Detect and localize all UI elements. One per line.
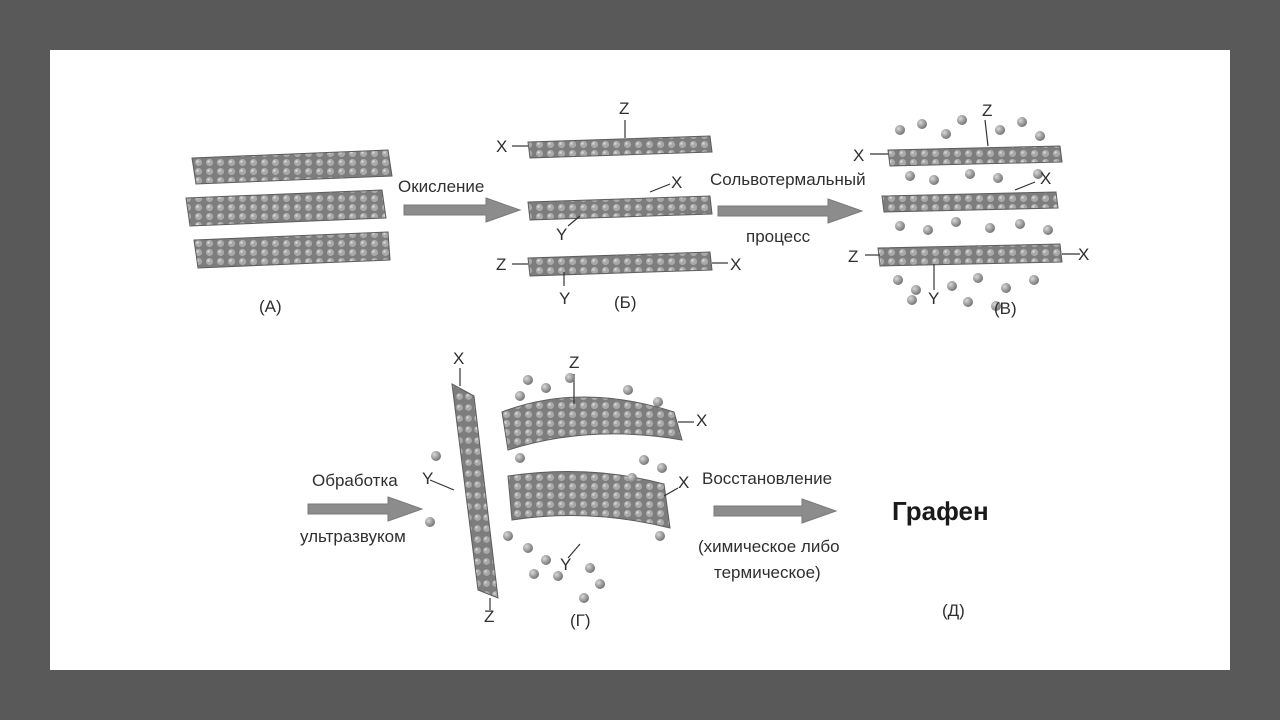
axis-label-x: X [853, 146, 865, 165]
oxide-sheet [527, 195, 713, 221]
oxide-sheet [877, 243, 1063, 267]
vertical-sheet [451, 383, 499, 599]
step-label-ultrasound-line1: Обработка [312, 471, 398, 490]
graphite-stack-a [185, 149, 393, 269]
slide-panel: Окисление Сольвотермальный процесс Обраб… [50, 50, 1230, 670]
step-note-reduction-line1: (химическое либо [698, 537, 840, 556]
axis-label-y: Y [560, 555, 572, 574]
arrow-ultrasound [307, 496, 424, 522]
axis-label-z: Z [496, 255, 507, 274]
axis-label-y: Y [928, 289, 940, 308]
caption-g: (Г) [570, 611, 591, 630]
axis-label-x: X [1078, 245, 1090, 264]
graphite-sheet [185, 189, 387, 227]
axis-label-z: Z [569, 353, 580, 372]
caption-b: (Б) [614, 293, 637, 312]
exfoliated-sheets-g [425, 368, 694, 610]
caption-v: (В) [994, 299, 1017, 318]
particle-cloud-v [893, 115, 1053, 311]
axis-label-y: Y [556, 225, 568, 244]
axis-label-z: Z [619, 99, 630, 118]
particle-cloud-g [425, 373, 667, 603]
oxide-sheet [881, 191, 1059, 213]
process-arrows [307, 197, 864, 524]
axis-label-x: X [671, 173, 683, 192]
axis-label-y: Y [559, 289, 571, 308]
arrow-reduction [713, 498, 838, 524]
step-label-solvothermal-line2: процесс [746, 227, 811, 246]
caption-a: (A) [259, 297, 282, 316]
oxide-sheet [887, 145, 1063, 167]
axis-label-y: Y [422, 469, 434, 488]
axis-label-x: X [696, 411, 708, 430]
axis-label-x: X [453, 349, 465, 368]
caption-d: (Д) [942, 601, 965, 620]
step-label-solvothermal-line1: Сольвотермальный [710, 170, 866, 189]
axis-label-z: Z [848, 247, 859, 266]
oxide-sheet [527, 251, 713, 277]
step-label-oxidation: Окисление [398, 177, 485, 196]
oxide-sheets-b [512, 120, 728, 286]
curved-sheet [501, 396, 683, 451]
graphite-sheet [193, 231, 391, 269]
oxide-sheet [527, 135, 713, 159]
axis-label-x: X [1040, 169, 1052, 188]
step-note-reduction-line2: термическое) [714, 563, 821, 582]
arrow-oxidation [403, 197, 522, 223]
curved-sheet [507, 471, 671, 529]
step-label-ultrasound-line2: ультразвуком [300, 527, 406, 546]
axis-label-x: X [496, 137, 508, 156]
step-label-reduction: Восстановление [702, 469, 833, 488]
arrow-solvothermal [717, 198, 864, 224]
axis-label-z: Z [982, 101, 993, 120]
process-diagram [185, 115, 1080, 610]
axis-label-x: X [730, 255, 742, 274]
axis-label-x: X [678, 473, 690, 492]
result-graphene: Графен [892, 496, 989, 526]
axis-label-z: Z [484, 607, 495, 626]
graphite-sheet [191, 149, 393, 185]
solvothermal-sheets-v [865, 115, 1080, 311]
